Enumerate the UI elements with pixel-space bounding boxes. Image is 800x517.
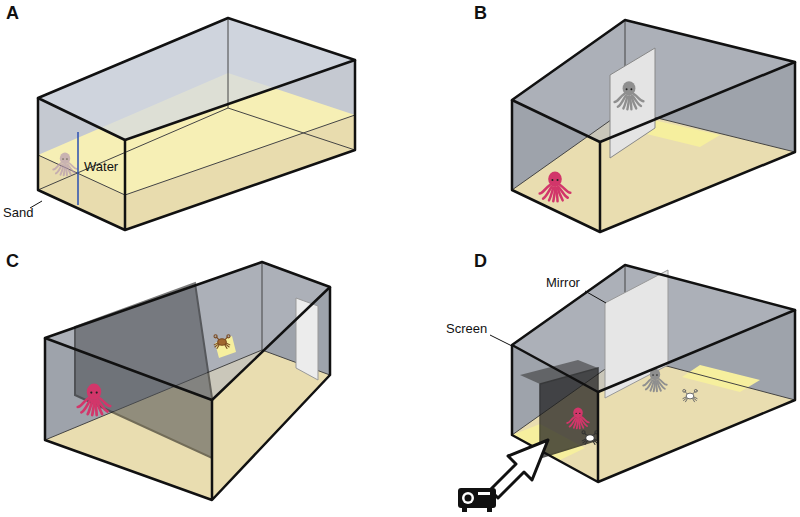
panel-letter: B (474, 4, 487, 24)
opaque-partition (75, 283, 212, 458)
tank-a (30, 18, 355, 230)
panel-letter: A (6, 4, 19, 24)
panel-letter: D (474, 252, 487, 272)
projector-icon (458, 488, 496, 512)
tank-d (458, 265, 795, 512)
part-label: Mirror (546, 276, 580, 290)
water-depth-line (77, 132, 79, 205)
tank-b (512, 20, 795, 232)
leader-line (585, 291, 606, 303)
mirror (605, 270, 668, 398)
tank-c (45, 262, 330, 500)
panel-letter: C (6, 252, 19, 272)
mirror (610, 48, 655, 158)
part-label: Water (84, 160, 118, 174)
projection-arrow (490, 440, 548, 498)
leader-line (490, 335, 512, 346)
part-label: Sand (3, 206, 33, 220)
part-label: Screen (446, 322, 487, 336)
